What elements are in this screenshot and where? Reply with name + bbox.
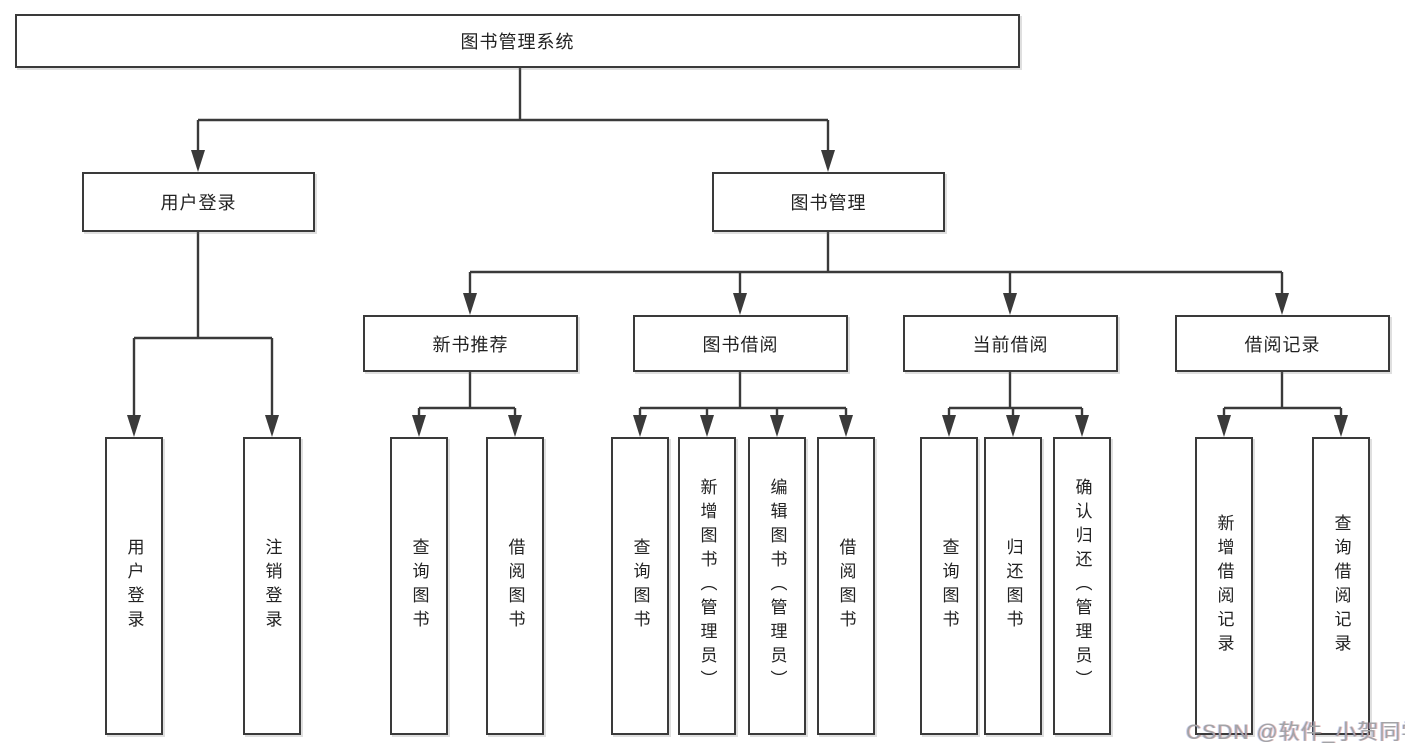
node-leaf-add-book-admin: 新增图书（管理员） (678, 437, 736, 735)
node-label: 图书管理系统 (460, 32, 575, 52)
node-label: 编辑图书（管理员） (767, 478, 787, 694)
node-borrow-records: 借阅记录 (1175, 315, 1390, 372)
connector-bookmgmt-to-level3 (463, 232, 1289, 315)
connector-borrowrecords-to-leaves (1217, 372, 1348, 437)
node-leaf-confirm-return-admin: 确认归还（管理员） (1053, 437, 1111, 735)
connector-bookborrow-to-leaves (633, 372, 853, 437)
node-label: 新增图书（管理员） (697, 478, 717, 694)
node-leaf-edit-book-admin: 编辑图书（管理员） (748, 437, 806, 735)
node-leaf-return-book: 归还图书 (984, 437, 1042, 735)
node-leaf-query-borrow-record: 查询借阅记录 (1312, 437, 1370, 735)
node-label: 借阅图书 (836, 538, 856, 634)
connector-userlogin-to-leaves (127, 232, 279, 437)
node-label: 查询图书 (939, 538, 959, 634)
node-book-management: 图书管理 (712, 172, 945, 232)
node-new-book-recommend: 新书推荐 (363, 315, 578, 372)
node-leaf-query-book-3: 查询图书 (920, 437, 978, 735)
node-leaf-logout: 注销登录 (243, 437, 301, 735)
node-book-borrow: 图书借阅 (633, 315, 848, 372)
node-label: 新增借阅记录 (1214, 514, 1234, 658)
node-current-borrow: 当前借阅 (903, 315, 1118, 372)
node-label: 用户登录 (124, 538, 144, 634)
node-label: 借阅记录 (1244, 334, 1321, 355)
watermark: CSDN @软件_小贺同学 (1186, 721, 1405, 744)
node-library-system: 图书管理系统 (15, 14, 1020, 68)
node-label: 图书管理 (790, 193, 867, 213)
node-label: 查询借阅记录 (1331, 514, 1351, 658)
node-leaf-borrow-book-1: 借阅图书 (486, 437, 544, 735)
node-label: 归还图书 (1003, 538, 1023, 634)
node-label: 查询图书 (630, 538, 650, 634)
connector-root-to-level2 (191, 68, 835, 172)
node-label: 当前借阅 (972, 334, 1049, 355)
node-leaf-borrow-book-2: 借阅图书 (817, 437, 875, 735)
node-leaf-add-borrow-record: 新增借阅记录 (1195, 437, 1253, 735)
node-user-login: 用户登录 (82, 172, 315, 232)
node-label: 查询图书 (409, 538, 429, 634)
node-leaf-query-book-1: 查询图书 (390, 437, 448, 735)
node-leaf-query-book-2: 查询图书 (611, 437, 669, 735)
connector-currentborrow-to-leaves (942, 372, 1089, 437)
node-leaf-user-login: 用户登录 (105, 437, 163, 735)
node-label: 借阅图书 (505, 538, 525, 634)
node-label: 用户登录 (160, 193, 237, 213)
node-label: 图书借阅 (702, 334, 779, 355)
node-label: 注销登录 (262, 538, 282, 634)
connector-newbooks-to-leaves (412, 372, 522, 437)
node-label: 确认归还（管理员） (1072, 478, 1092, 694)
node-label: 新书推荐 (432, 334, 509, 355)
